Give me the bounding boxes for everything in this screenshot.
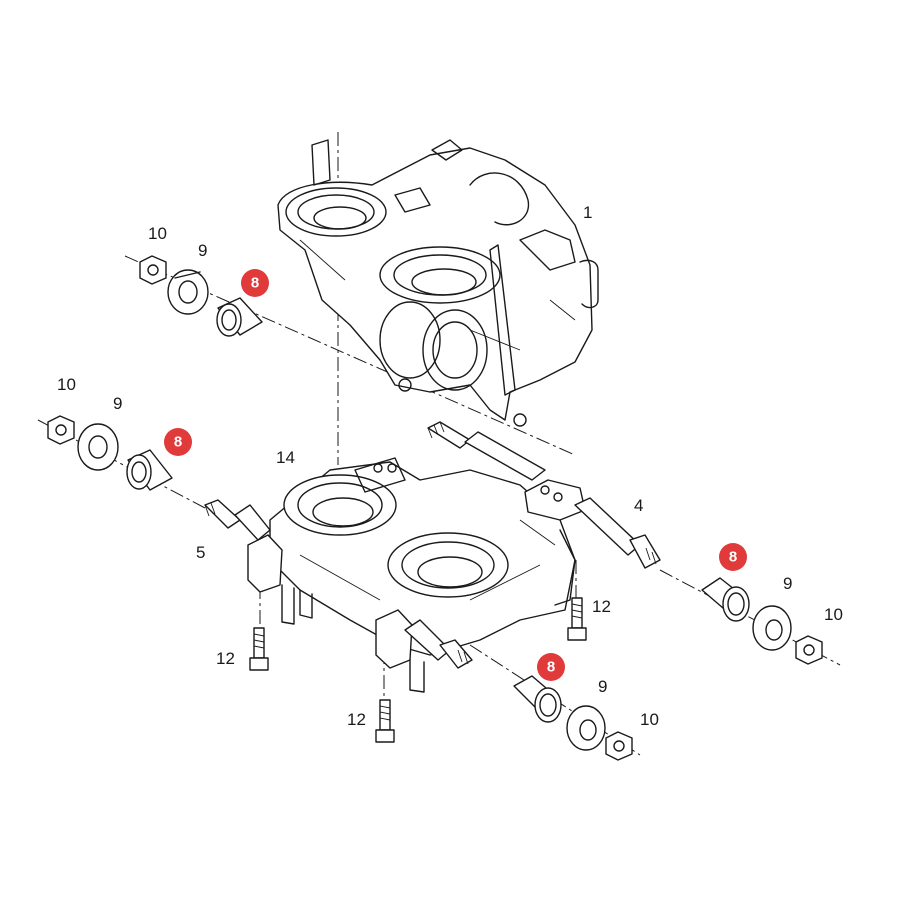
callout-12-right: 12 <box>592 597 611 616</box>
upper-housing <box>277 139 599 427</box>
callout-4: 4 <box>634 496 643 515</box>
callout-12-bottom: 12 <box>347 710 366 729</box>
callout-9-upper: 9 <box>198 241 207 260</box>
washer-9-right <box>752 605 792 651</box>
washer-9-upper <box>167 269 209 315</box>
bushing-8-right <box>701 577 750 622</box>
badge-label: 8 <box>547 659 555 676</box>
washer-9-middle <box>77 423 119 471</box>
nut-10-bottom <box>605 731 633 761</box>
lower-housing <box>247 457 586 693</box>
callout-14: 14 <box>276 448 295 467</box>
badge-label: 8 <box>251 275 259 292</box>
badge-label: 8 <box>729 549 737 566</box>
nut-10-upper <box>139 255 167 285</box>
badge-circle <box>719 543 747 571</box>
badge-8-right: 8 <box>719 543 747 571</box>
callout-9-bottom: 9 <box>598 677 607 696</box>
badge-label: 8 <box>174 434 182 451</box>
callout-10-bottom: 10 <box>640 710 659 729</box>
bolt-12-left <box>249 627 269 671</box>
bushing-8-bottom <box>513 675 562 723</box>
callout-9-right: 9 <box>783 574 792 593</box>
bushing-8-upper <box>216 297 263 337</box>
bushing-8-middle <box>126 449 173 491</box>
badge-8-bottom: 8 <box>537 653 565 681</box>
badge-circle <box>537 653 565 681</box>
callout-9-middle: 9 <box>113 394 122 413</box>
badge-8-middle: 8 <box>164 428 192 456</box>
badge-circle <box>164 428 192 456</box>
callout-10-right: 10 <box>824 605 843 624</box>
badge-circle <box>241 269 269 297</box>
callout-labels: 1 4 5 14 10 9 10 9 9 10 9 10 12 12 12 <box>57 203 843 729</box>
callout-10-upper: 10 <box>148 224 167 243</box>
callout-1: 1 <box>583 203 592 222</box>
badge-8-upper: 8 <box>241 269 269 297</box>
nut-10-right <box>795 635 823 665</box>
bolt-12-bottom <box>375 699 395 743</box>
shaft-5 <box>204 499 473 669</box>
bolt-12-right <box>567 597 587 641</box>
nut-10-middle <box>47 415 75 445</box>
callout-12-left: 12 <box>216 649 235 668</box>
shaft-4 <box>427 421 661 569</box>
washer-9-bottom <box>566 705 606 751</box>
callout-5: 5 <box>196 543 205 562</box>
callout-10-middle: 10 <box>57 375 76 394</box>
